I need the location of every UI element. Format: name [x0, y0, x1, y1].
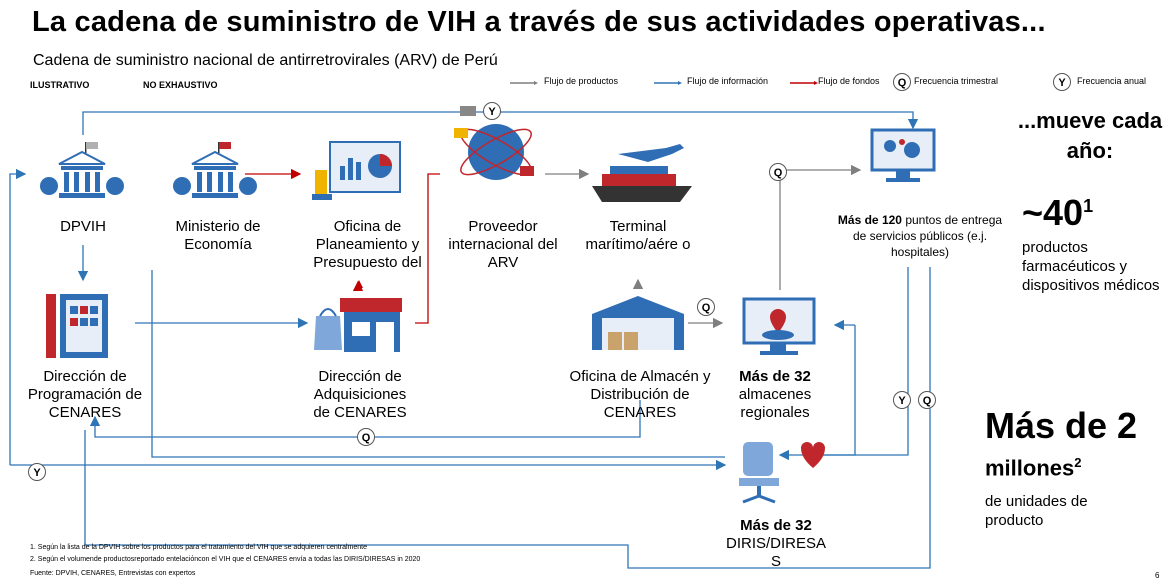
freq-annual-marker: Y: [893, 391, 911, 409]
node-almacenes-count: Más de 32: [739, 368, 811, 385]
stat-products-value: ~401: [1022, 192, 1093, 234]
planning-office-icon: [312, 141, 401, 200]
legend-information-arrow: [654, 81, 682, 85]
freq-annual-marker: Y: [28, 463, 46, 481]
legend: Flujo de productos Flujo de información …: [510, 72, 1170, 92]
info-diris-to-almacenes: [810, 325, 856, 456]
stat-products-number: ~40: [1022, 192, 1084, 233]
info-bottom-loop: [84, 267, 931, 569]
stat-units-value: Más de 2: [985, 405, 1138, 446]
node-puntos: Más de 120 puntos de entrega de servicio…: [830, 212, 1010, 260]
stat-units-unit-text: millones: [985, 455, 1075, 481]
page-title: La cadena de suministro de VIH a través …: [32, 6, 1046, 38]
medical-chair-icon: [739, 442, 825, 504]
stat-units-label: de unidades de producto: [985, 493, 1088, 529]
node-dpvih: DPVIH: [60, 218, 106, 235]
stats-heading: ...mueve cada año:: [1017, 108, 1163, 163]
not-exhaustive-tag: NO EXHAUSTIVO: [143, 80, 218, 90]
stat-products-footnote: 1: [1083, 196, 1094, 216]
node-puntos-desc: puntos de entrega de servicios públicos …: [852, 213, 1003, 259]
legend-annual-symbol: Y: [1053, 73, 1071, 91]
node-diris-desc: DIRIS/DIRESA S: [726, 535, 827, 570]
government-building-icon: [40, 142, 124, 198]
node-ministerio: Ministerio de Economía: [175, 218, 261, 253]
stat-units-unit: millones2: [985, 455, 1081, 481]
freq-quarterly-marker: Q: [918, 391, 936, 409]
stat-units-footnote: 2: [1074, 455, 1082, 470]
freq-quarterly-marker: Q: [769, 163, 787, 181]
legend-quarterly-label: Frecuencia trimestral: [914, 76, 999, 86]
legend-products-label: Flujo de productos: [544, 76, 619, 86]
info-programacion-to-diris: [151, 270, 725, 458]
freq-quarterly-marker: Q: [697, 298, 715, 316]
node-almacenes-desc: almacenes regionales: [738, 386, 812, 421]
footnote-1: 1. Según la lista de la DPVIH sobre los …: [30, 544, 367, 551]
monitor-map-icon: [870, 128, 936, 182]
node-planeamiento: Oficina de Planeamiento y Presupuesto de…: [313, 218, 422, 271]
illustrative-tag: ILUSTRATIVO: [30, 80, 90, 90]
monitor-location-icon: [742, 297, 816, 355]
funds-adquisiciones-to-proveedor: [415, 173, 440, 324]
page-subtitle: Cadena de suministro nacional de antirre…: [33, 52, 498, 69]
legend-information-label: Flujo de información: [687, 76, 769, 86]
ministry-building-icon: [173, 142, 257, 198]
node-almacen: Oficina de Almacén y Distribución de CEN…: [569, 368, 711, 421]
node-programacion: Dirección de Programación de CENARES: [27, 368, 143, 421]
legend-funds-label: Flujo de fondos: [818, 76, 880, 86]
freq-annual-marker: Y: [483, 102, 501, 120]
legend-products-arrow: [510, 81, 538, 85]
footnote-2: 2. Según el volumende productosreportado…: [30, 556, 421, 563]
node-proveedor: Proveedor internacional del ARV: [448, 218, 558, 271]
warehouse-icon: [592, 296, 684, 350]
node-diris-count: Más de 32: [740, 517, 812, 534]
info-loop-to-dpvih: [9, 168, 27, 465]
legend-quarterly-symbol: Q: [893, 73, 911, 91]
page-number: 6: [1155, 571, 1160, 580]
node-puntos-count: Más de 120: [837, 213, 902, 227]
procurement-store-icon: [314, 298, 402, 352]
globe-network-icon: [454, 106, 534, 180]
ship-plane-icon: [592, 144, 692, 202]
freq-quarterly-marker: Q: [357, 428, 375, 446]
document-planning-icon: [46, 294, 108, 358]
legend-annual-label: Frecuencia anual: [1077, 76, 1147, 86]
node-adquisiciones: Dirección de Adquisiciones de CENARES: [313, 368, 407, 421]
legend-funds-arrow: [790, 81, 818, 85]
node-terminal: Terminal marítimo/aére o: [585, 218, 691, 253]
source-note: Fuente: DPVIH, CENARES, Entrevistas con …: [30, 570, 196, 577]
stat-products-label: productos farmacéuticos y dispositivos m…: [1022, 239, 1160, 294]
funds-arrowhead: [355, 280, 363, 288]
